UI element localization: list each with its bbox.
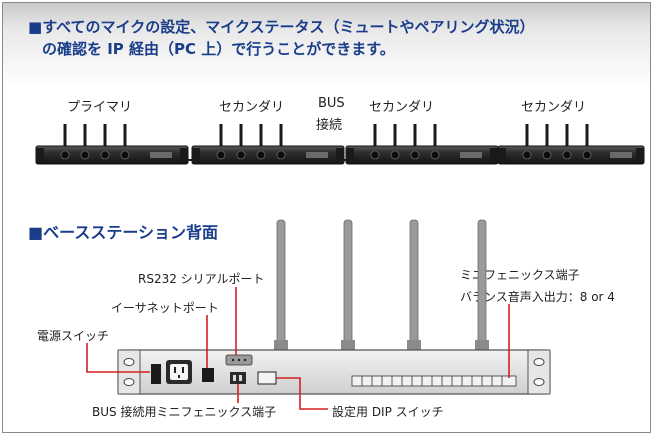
- rear-panel-title: ■ベースステーション背面: [28, 223, 219, 242]
- header-line-1: ■すべてのマイクの設定、マイクステータス（ミュートやペアリング状況）: [28, 18, 535, 36]
- knob-icon: [256, 150, 266, 160]
- rack-ear: [36, 148, 44, 162]
- unit-label-secondary-3: セカンダリ: [521, 100, 587, 115]
- rack-hole: [533, 378, 545, 386]
- knob-icon: [276, 150, 286, 160]
- receiver-unit-primary: [35, 124, 189, 165]
- antenna-base: [475, 340, 489, 352]
- display-window: [610, 152, 632, 158]
- knob-icon: [216, 150, 226, 160]
- receiver-unit-secondary-2: [345, 124, 499, 165]
- callout-power-label: 電源スイッチ: [37, 329, 110, 343]
- knob-icon: [390, 150, 400, 160]
- rack-ear: [636, 148, 644, 162]
- display-window: [150, 152, 172, 158]
- callout-line-dip: [276, 377, 328, 410]
- antenna-base: [274, 340, 288, 352]
- callout-bus-port-label: BUS 接続用ミニフェニックス端子: [92, 405, 277, 419]
- rack-ear: [336, 148, 344, 162]
- knob-icon: [236, 150, 246, 160]
- knob-icon: [370, 150, 380, 160]
- rack-ear: [192, 148, 200, 162]
- bus-port-icon: [230, 372, 246, 384]
- knob-icon: [60, 150, 70, 160]
- callout-lines: [86, 287, 510, 410]
- rear-antennas: [274, 219, 489, 352]
- knob-icon: [410, 150, 420, 160]
- knob-icon: [100, 150, 110, 160]
- display-window: [460, 152, 482, 158]
- bus-label-line-1: BUS: [318, 96, 345, 111]
- antenna-base: [341, 340, 355, 352]
- rear-chassis: [117, 349, 551, 395]
- callout-rs232-label: RS232 シリアルポート: [138, 272, 265, 286]
- phoenix-terminal-dividers: [361, 376, 503, 386]
- rack-hole: [123, 378, 135, 386]
- antenna-icon: [409, 219, 419, 351]
- callout-phoenix-label-2: バランス音声入出力：8 or 4: [460, 290, 615, 304]
- rack-hole: [123, 358, 135, 366]
- knob-icon: [542, 150, 552, 160]
- unit-label-secondary-2: セカンダリ: [369, 100, 435, 115]
- receiver-unit-secondary-1: [191, 124, 345, 165]
- rack-hole: [533, 358, 545, 366]
- dip-switch-icon: [257, 371, 277, 385]
- bus-label-line-2: 接続: [316, 118, 343, 133]
- display-window: [306, 152, 328, 158]
- rack-ear-right: [527, 349, 551, 395]
- rack-ear: [498, 148, 506, 162]
- unit-label-primary: プライマリ: [67, 100, 133, 115]
- callout-line-power: [86, 343, 150, 373]
- phoenix-terminal-strip: [351, 375, 517, 387]
- antenna-base: [407, 340, 421, 352]
- antenna-icon: [477, 219, 487, 351]
- header-banner: [3, 3, 650, 88]
- knob-icon: [562, 150, 572, 160]
- knob-icon: [430, 150, 440, 160]
- rack-ear: [490, 148, 498, 162]
- unit-label-secondary-1: セカンダリ: [219, 100, 285, 115]
- antenna-icon: [276, 219, 286, 351]
- knob-icon: [582, 150, 592, 160]
- receiver-unit-secondary-3: [497, 124, 645, 165]
- rack-ear: [346, 148, 354, 162]
- rack-ear: [180, 148, 188, 162]
- knob-icon: [80, 150, 90, 160]
- callout-phoenix-label-1: ミニフェニックス端子: [460, 268, 580, 282]
- knob-icon: [522, 150, 532, 160]
- power-switch-icon: [151, 364, 161, 384]
- knob-icon: [120, 150, 130, 160]
- callout-dip-label: 設定用 DIP スイッチ: [332, 405, 444, 419]
- header-line-2: の確認を IP 経由（PC 上）で行うことができます。: [42, 40, 395, 58]
- antenna-icon: [343, 219, 353, 351]
- callout-ethernet-label: イーサネットポート: [111, 301, 219, 315]
- ethernet-port-icon: [202, 368, 214, 382]
